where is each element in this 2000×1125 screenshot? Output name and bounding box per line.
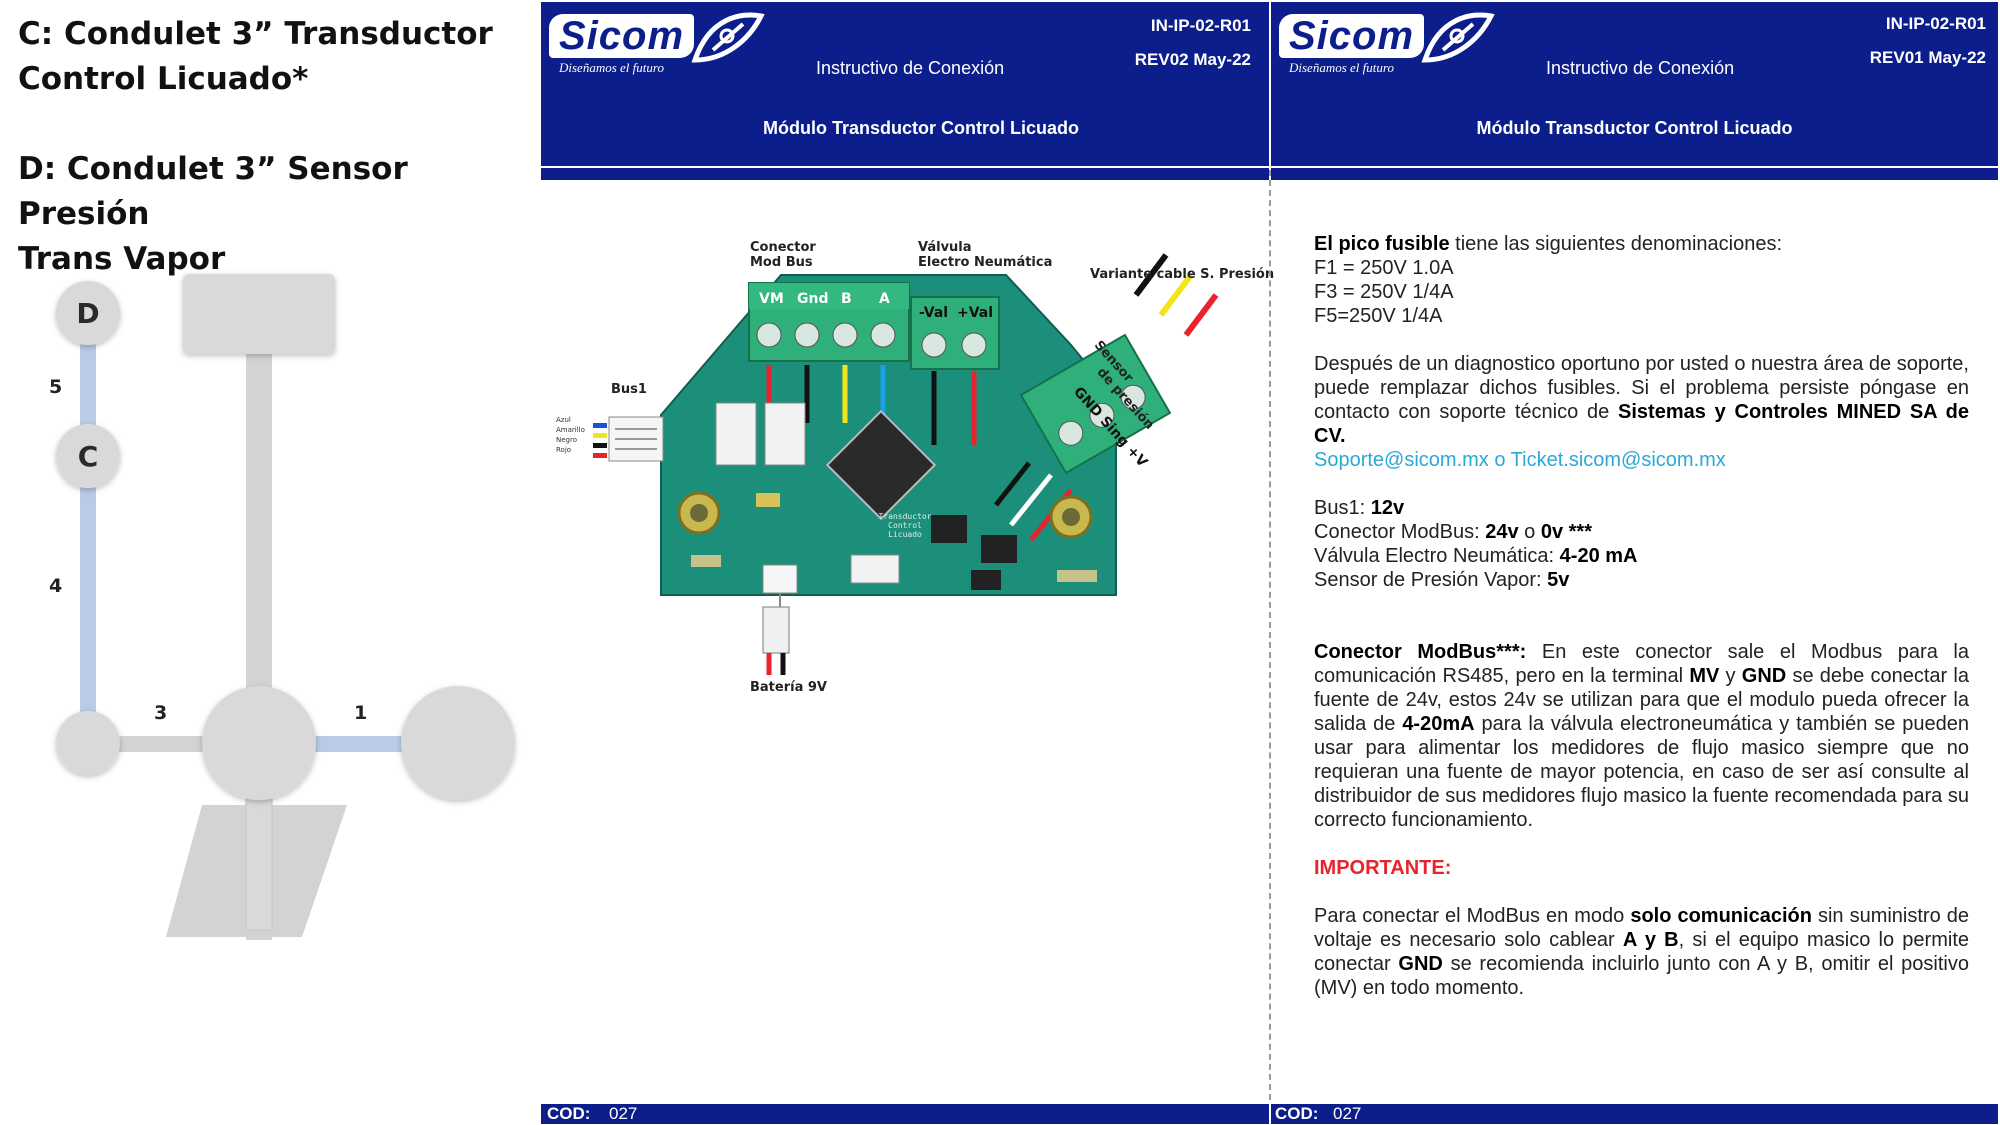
node-left-small: [56, 711, 120, 775]
pipe-diagram: [56, 274, 515, 940]
title-d-line1: D: Condulet 3” Sensor Presión: [18, 151, 408, 232]
title-c-line2: Control Licuado*: [18, 61, 309, 97]
label-bus1: Bus1: [611, 382, 647, 397]
sensor-terminal: [1019, 333, 1172, 475]
node-center: [202, 686, 316, 800]
doc-left-code: IN-IP-02-R01: [1150, 16, 1251, 35]
voltage-list: Bus1: 12v Conector ModBus: 24v o 0v *** …: [1314, 496, 1969, 592]
voltage-valve: Válvula Electro Neumática: 4-20 mA: [1314, 545, 1638, 567]
node-right: [401, 686, 515, 800]
doc-right-subtitle: Instructivo de Conexión: [1546, 58, 1735, 78]
segment-5-4: [80, 318, 96, 718]
bus1-wire-legend: Azul Amarillo Negro Rojo: [556, 416, 585, 454]
logo-swoosh-icon: [691, 12, 765, 63]
label-bateria: Batería 9V: [750, 680, 827, 695]
voltage-modbus: Conector ModBus: 24v o 0v ***: [1314, 521, 1592, 543]
modbus-paragraph: Conector ModBus***: En este conector sal…: [1314, 641, 1969, 831]
doc-right-footer: COD: 027: [1271, 1104, 1998, 1124]
fuse-f3: F3 = 250V 1/4A: [1314, 281, 1454, 303]
label-variante-cable: Variante cable S. Presión: [1090, 267, 1275, 282]
term-gnd: Gnd: [797, 291, 829, 307]
segment-3: [92, 736, 212, 752]
doc-left-footer: COD: 027: [541, 1104, 1269, 1124]
doc-right-header: Sicom Diseñamos el futuro IN-IP-02-R01 R…: [1271, 2, 1998, 166]
term-b: B: [841, 291, 852, 307]
logo-swoosh-icon: [1421, 12, 1495, 63]
header-j2: [715, 402, 757, 466]
doc-left-header: Sicom Diseñamos el futuro IN-IP-02-R01 R…: [541, 2, 1269, 166]
doc-right-header-rule: [1271, 168, 1998, 180]
doc-left-rev: REV02 May-22: [1134, 50, 1251, 69]
important-heading: IMPORTANTE:: [1314, 857, 1452, 879]
important-paragraph: Para conectar el ModBus en modo solo com…: [1314, 905, 1969, 999]
doc-right-code: IN-IP-02-R01: [1885, 14, 1986, 33]
pcb-illustration: [593, 253, 1219, 675]
doc-left-header-rule: [541, 168, 1269, 180]
node-c: [56, 424, 120, 488]
label-conector: Conector Mod Bus: [750, 240, 816, 270]
title-c-line1: C: Condulet 3” Transductor: [18, 16, 493, 52]
doc-right-rev: REV01 May-22: [1869, 48, 1986, 67]
doc-left-logo: Sicom Diseñamos el futuro: [549, 12, 765, 75]
title-c: C: Condulet 3” Transductor Control Licua…: [18, 12, 538, 102]
fuse-intro: El pico fusible tiene las siguientes den…: [1314, 233, 1783, 255]
diagnostic-paragraph: Después de un diagnostico oportuno por u…: [1314, 353, 1969, 447]
node-d-label: D: [76, 296, 100, 330]
term-val-pos: +Val: [957, 305, 994, 321]
valve-terminal: [910, 296, 1000, 370]
main-chip: [825, 409, 937, 521]
fuse-f1: F1 = 250V 1.0A: [1314, 257, 1454, 279]
battery-connector: [762, 564, 798, 594]
term-val-neg: -Val: [919, 305, 949, 321]
page-divider: [1269, 170, 1271, 1100]
fuse-f5: F5=250V 1/4A: [1314, 305, 1443, 327]
term-vm: VM: [759, 291, 784, 307]
segment-5-label: 5: [49, 376, 63, 398]
header-bus1: [764, 402, 806, 466]
segment-3-label: 3: [154, 702, 168, 724]
support-email-link[interactable]: Soporte@sicom.mx o Ticket.sicom@sicom.mx: [1314, 449, 1726, 471]
title-d: D: Condulet 3” Sensor Presión Trans Vapo…: [18, 147, 538, 282]
node-d: [56, 281, 120, 345]
segment-4-label: 4: [49, 575, 63, 597]
doc-left-module: Módulo Transductor Control Licuado: [763, 118, 1079, 138]
top-box: [183, 274, 335, 354]
doc-right-module: Módulo Transductor Control Licuado: [1476, 118, 1793, 138]
base-pipe: [245, 779, 273, 931]
doc-left-subtitle: Instructivo de Conexión: [816, 58, 1005, 78]
label-valvula: Válvula Electro Neumática: [918, 240, 1053, 270]
pcb-silkscreen: Transductor Control Licuado: [878, 512, 932, 539]
term-a: A: [879, 291, 890, 307]
doc-right-logo: Sicom Diseñamos el futuro: [1279, 12, 1495, 75]
doc-right-body: El pico fusible tiene las siguientes den…: [1314, 232, 1969, 1000]
title-d-line2: Trans Vapor: [18, 241, 226, 277]
voltage-sensor: Sensor de Presión Vapor: 5v: [1314, 569, 1570, 591]
segment-1: [300, 736, 420, 752]
node-c-label: C: [77, 439, 99, 473]
voltage-bus1: Bus1: 12v: [1314, 497, 1405, 519]
segment-1-label: 1: [354, 702, 368, 724]
